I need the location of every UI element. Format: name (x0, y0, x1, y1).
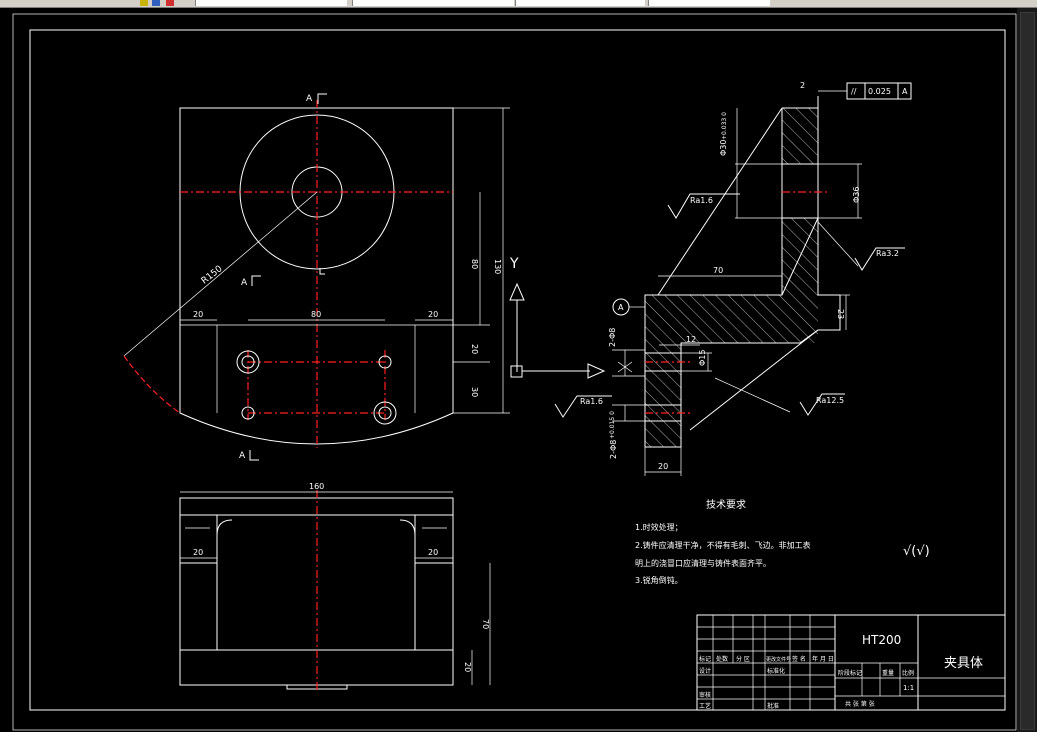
scale-value: 1:1 (903, 684, 914, 692)
datum-a: A (618, 303, 624, 312)
hole-circle (373, 401, 397, 425)
dim-12: 12 (686, 335, 696, 344)
dim-70: 70 (713, 266, 723, 275)
dim-front-height: 70 (481, 619, 490, 629)
toolbar-icon[interactable] (166, 0, 174, 6)
dim-23: 23 (836, 309, 845, 319)
bore-dim: Φ30 (719, 140, 728, 156)
front-view: 160 20 20 70 20 (179, 482, 491, 692)
note-item: 明上的浇冒口应清理与铸件表面齐平。 (635, 558, 771, 568)
toolbar-linetype-dropdown[interactable] (515, 0, 645, 6)
tb-row-label: 更改文件号 (766, 656, 791, 663)
roughness-symbol: √(√) (903, 544, 930, 559)
note-item: 2.铸件应清理干净，不得有毛刺、飞边。非加工表 (635, 540, 811, 550)
dim-plan-right: 20 (428, 310, 438, 319)
plan-view: R150 20 80 20 80 130 20 30 A A A (123, 93, 510, 461)
toolbar-lineweight-dropdown[interactable] (648, 0, 770, 6)
material-label: HT200 (862, 633, 901, 647)
dim-plan-130: 130 (493, 259, 502, 274)
toolbar-icon[interactable] (152, 0, 160, 6)
tb-label: 比例 (902, 669, 914, 677)
dim-front-width: 160 (309, 482, 324, 491)
hole-circle (236, 350, 260, 374)
dim-plan-30: 30 (470, 387, 479, 397)
tb-label: 标准化 (767, 667, 785, 675)
tb-label: 工艺 (699, 702, 711, 710)
ra-right: Ra3.2 (876, 249, 899, 258)
ra-bottom-right: Ra12.5 (816, 396, 844, 405)
toolbar-strip (0, 0, 1037, 8)
drawing-canvas[interactable]: R150 20 80 20 80 130 20 30 A A A Y (0, 8, 1017, 732)
toolbar-color-dropdown[interactable] (352, 0, 514, 6)
tb-row-label: 处数 (716, 655, 728, 663)
bore-fit: +0.033 0 (721, 112, 728, 140)
radius-label: R150 (200, 264, 225, 286)
vertical-scrollbar[interactable] (1017, 8, 1037, 732)
section-mark-bottom: A (239, 451, 246, 461)
tb-row-label: 签 名 (792, 655, 806, 663)
ucs-icon: Y (509, 256, 606, 379)
section-mark-mid: A (241, 278, 248, 288)
dim-plan-mid: 80 (311, 310, 321, 319)
note-item: 3.锐角倒钝。 (635, 575, 683, 585)
tb-label: 设计 (699, 667, 711, 675)
dim-plan-left: 20 (193, 310, 203, 319)
toolbar-icon[interactable] (140, 0, 148, 6)
tb-label: 阶段标记 (838, 669, 862, 677)
toolbar-layer-dropdown[interactable] (195, 0, 347, 6)
dia15-dim: Φ15 (698, 350, 707, 366)
scrollbar-track[interactable] (1020, 12, 1035, 730)
notes-title: 技术要求 (706, 498, 746, 511)
sheet-outer-border (12, 13, 1017, 731)
tb-label: 批准 (767, 702, 779, 710)
dim-plan-20: 20 (470, 344, 479, 354)
sheet-inner-border (29, 29, 1006, 711)
tb-row-label: 标记 (699, 655, 711, 663)
holes-lower: 2-Φ8 (609, 440, 618, 459)
part-name: 夹具体 (944, 656, 983, 671)
ucs-y-label: Y (509, 256, 519, 272)
dim-front-base: 20 (463, 662, 472, 672)
title-block: HT200 夹具体 1:1 阶段标记 重量 比例 共 张 第 张 标记 处数 分… (696, 614, 1006, 711)
dia36-dim: Φ36 (852, 187, 861, 203)
tolerance-symbol: // (851, 87, 857, 96)
section-view: // 0.025 A 2 Φ30 +0.033 0 Φ36 Ra1.6 Ra3.… (554, 81, 912, 476)
tb-label: 审核 (699, 691, 711, 699)
dim-20-section: 20 (658, 462, 668, 471)
tolerance-datum: A (902, 87, 908, 96)
ra-bottom-left: Ra1.6 (580, 397, 603, 406)
note-item: 1.时效处理； (635, 522, 683, 532)
tb-label: 重量 (882, 669, 894, 677)
tb-label: 共 张 第 张 (845, 700, 875, 708)
tb-row-label: 分 区 (736, 655, 750, 663)
tb-row-label: 年 月 日 (812, 655, 834, 663)
technical-notes: 技术要求 1.时效处理； 2.铸件应清理干净，不得有毛刺、飞边。非加工表 明上的… (635, 498, 930, 585)
dim-front-left: 20 (193, 548, 203, 557)
section-mark-top: A (306, 94, 313, 104)
tolerance-value: 0.025 (868, 87, 891, 96)
dim-plan-80: 80 (470, 259, 479, 269)
dim-front-right: 20 (428, 548, 438, 557)
ra-top: Ra1.6 (690, 196, 713, 205)
holes-fit: +0.015 0 (609, 411, 616, 439)
holes-upper: 2-Φ8 (608, 328, 617, 347)
plan-outline (179, 107, 454, 445)
tolerance-leader-label: 2 (800, 81, 805, 90)
radius-leader (123, 191, 318, 357)
